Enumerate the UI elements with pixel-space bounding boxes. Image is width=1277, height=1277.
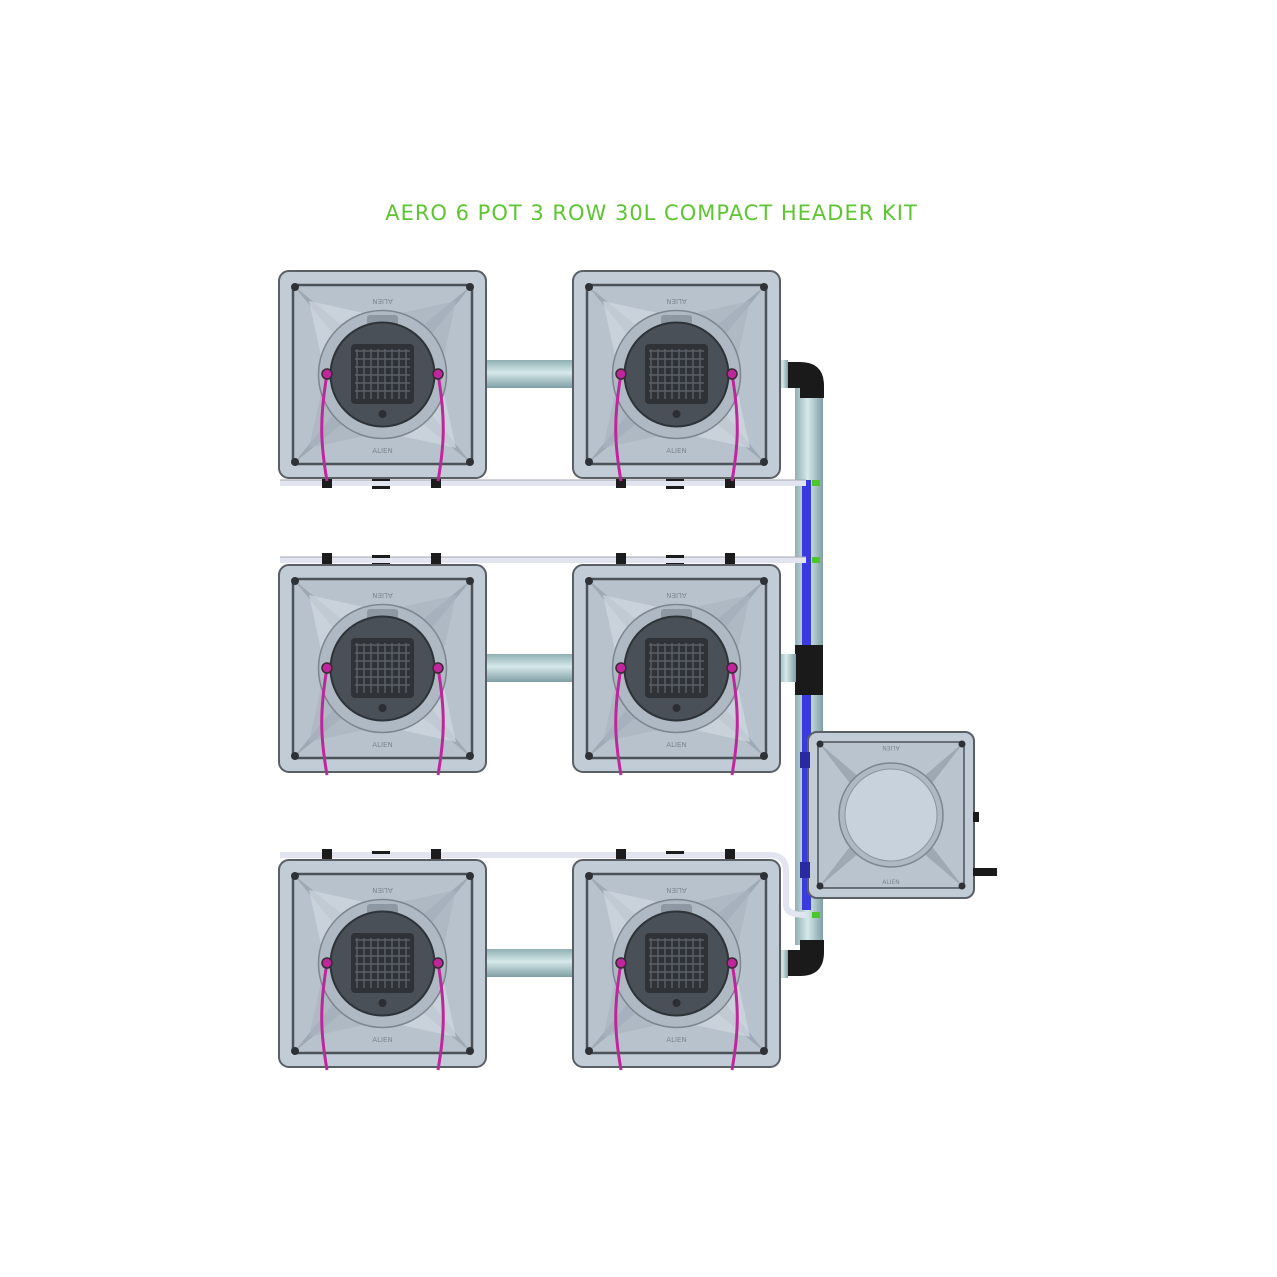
- pot-row1-col1: [277, 269, 488, 483]
- pot-row3-col2: [571, 858, 782, 1072]
- elbow-bottom: [778, 940, 824, 976]
- elbow-top: [778, 362, 824, 398]
- pipe-row3: [484, 949, 574, 977]
- kit-title: AERO 6 POT 3 ROW 30L COMPACT HEADER KIT: [385, 201, 918, 225]
- svg-text:ALIEN: ALIEN: [882, 879, 900, 886]
- svg-text:ALIEN: ALIEN: [882, 744, 900, 751]
- reservoir-tank: ALIEN ALIEN: [800, 731, 997, 899]
- pot-row2-col1: [277, 563, 488, 777]
- pot-row3-col1: [277, 858, 488, 1072]
- pot-row2-col2: [571, 563, 782, 777]
- pot-row1-col2: [571, 269, 782, 483]
- tee-middle: [795, 645, 823, 695]
- pipe-row2: [484, 654, 574, 682]
- pipe-row1: [484, 360, 574, 388]
